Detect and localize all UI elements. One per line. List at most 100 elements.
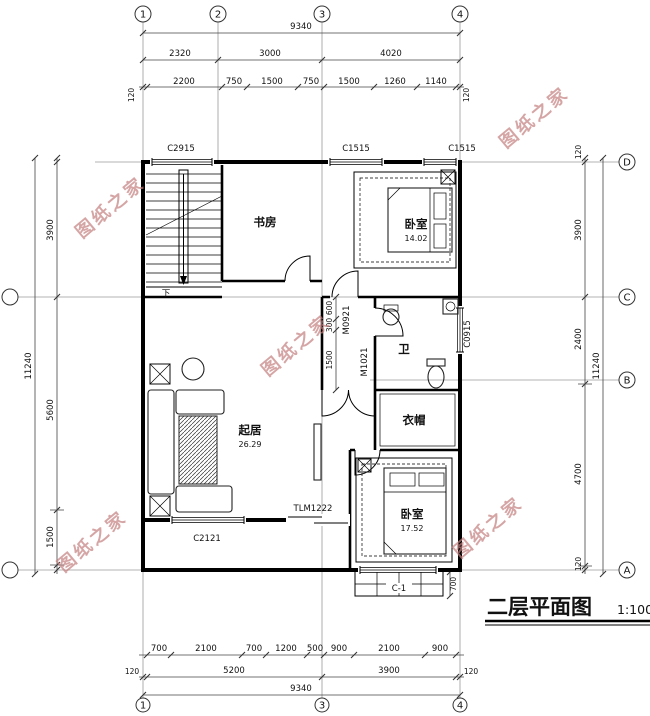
stairs: [145, 169, 223, 288]
axis-bubble-right-A: A: [624, 566, 631, 577]
dimensions-top: 9340 2320 3000 4020 120 2200 750 1500 75…: [127, 22, 471, 102]
window-label-c2915: C2915: [167, 144, 195, 154]
dim-label: 750: [226, 77, 242, 87]
room-label-study: 书房: [254, 215, 277, 229]
dim-label: 2100: [195, 644, 217, 654]
dim-label: 1200: [275, 644, 297, 654]
dim-label: 750: [303, 77, 319, 87]
dim-label: 120: [125, 667, 140, 676]
dim-label: 1500: [46, 526, 56, 548]
dimensions-right: 120 3900 2400 4700 120 11240: [574, 145, 602, 572]
watermarks: 图纸之家 图纸之家 图纸之家 图纸之家 图纸之家: [53, 82, 573, 577]
window-label-c1515-mid: C1515: [342, 144, 370, 154]
dim-label: 2200: [173, 77, 195, 87]
axis-bubble-right-B: B: [624, 376, 631, 387]
dim-label: 900: [432, 644, 448, 654]
dim-label: 300: [325, 318, 334, 333]
dimensions-interior: 600 300 1500 700: [325, 301, 458, 592]
dim-label: 2320: [169, 49, 191, 59]
dim-label: 120: [464, 667, 479, 676]
side-table: [149, 363, 171, 385]
axis-bubble-bottom-1: 1: [140, 701, 146, 712]
dim-label: 1500: [325, 350, 334, 369]
stairs-down-label: 下: [162, 289, 171, 299]
dim-label: 700: [449, 577, 458, 592]
dim-label: 4020: [380, 49, 402, 59]
opening-labels: C2915 C1515 C1515 C0915 C2121 C-1 M0921 …: [162, 144, 476, 594]
drawing-scale: 1:100: [617, 602, 650, 617]
armchair: [181, 357, 205, 381]
axis-bubble-top-1: 1: [140, 10, 146, 21]
tv-cabinet: [313, 423, 322, 481]
dim-label: 120: [574, 557, 583, 572]
room-labels: 书房 卧室 14.02 卫 衣帽 起居 26.29 卧室 17.52: [238, 215, 428, 533]
dim-label: 5200: [223, 666, 245, 676]
dim-label: 700: [246, 644, 262, 654]
toilet: [426, 358, 446, 389]
window-label-c1-bay: C-1: [392, 584, 406, 594]
bed: [387, 187, 453, 253]
nightstand: [440, 169, 456, 185]
room-label-cloak: 衣帽: [403, 413, 426, 427]
dim-top-total: 9340: [290, 22, 312, 32]
axis-bubble-bottom-3: 3: [319, 701, 325, 712]
doors: [284, 255, 404, 476]
dim-label: 120: [574, 145, 583, 160]
dim-label: 1500: [261, 77, 283, 87]
dim-label: 3000: [259, 49, 281, 59]
dimensions-left: 11240 3900 5600 1500: [24, 219, 56, 548]
bathroom-fixtures: [379, 298, 459, 447]
dim-right-total: 11240: [592, 352, 602, 379]
dim-label: 600: [325, 301, 334, 316]
room-label-living: 起居: [238, 423, 262, 437]
bed: [383, 467, 447, 555]
dimension-lines: [31, 29, 607, 699]
axis-bubble-right-C: C: [624, 293, 631, 304]
coffee-table: [178, 415, 218, 485]
dim-label: 700: [151, 644, 167, 654]
nightstand: [357, 458, 372, 473]
dim-label: 1500: [338, 77, 360, 87]
drawing-title: 二层平面图: [487, 595, 592, 619]
dim-label: 120: [127, 88, 136, 103]
dim-label: 1140: [425, 77, 447, 87]
room-label-bedroom1: 卧室: [405, 217, 428, 231]
dim-label: 4700: [574, 463, 584, 485]
window-label-c2121: C2121: [193, 534, 221, 544]
dim-left-total: 11240: [24, 352, 34, 379]
watermark-text: 图纸之家: [495, 82, 573, 153]
axis-bubble-right-D: D: [623, 158, 631, 169]
room-label-bedroom2: 卧室: [401, 507, 424, 521]
dim-label: 5600: [46, 399, 56, 421]
axis-bubble-top-4: 4: [457, 10, 463, 21]
dim-label: 2400: [574, 328, 584, 350]
room-area-living: 26.29: [239, 440, 262, 449]
axis-bubbles: 1 2 3 4 1 3 4 D C B A: [1, 5, 636, 713]
axis-bubble-left-A: [1, 561, 19, 579]
bedroom1-furniture: [353, 169, 457, 269]
bay-window: [354, 572, 444, 597]
dim-label: 3900: [46, 219, 56, 241]
window-label-c0915: C0915: [463, 320, 473, 348]
dim-label: 1260: [384, 77, 406, 87]
watermark-text: 图纸之家: [71, 172, 149, 243]
stairs-arrow: [180, 276, 187, 285]
axis-bubble-left-C: [1, 288, 19, 306]
dim-label: 500: [307, 644, 323, 654]
axis-bubble-top-3: 3: [319, 10, 325, 21]
dim-label: 900: [331, 644, 347, 654]
room-area-bedroom2: 17.52: [401, 524, 424, 533]
watermark-text: 图纸之家: [257, 310, 335, 381]
dim-label: 3900: [378, 666, 400, 676]
dim-label: 120: [462, 88, 471, 103]
room-label-bath: 卫: [398, 342, 410, 356]
door-label-tlm1222: TLM1222: [293, 504, 333, 514]
sink: [382, 304, 400, 326]
cloak-cabinet: [379, 393, 456, 447]
door-label-m0921: M0921: [342, 306, 352, 335]
window-label-c1515-right: C1515: [448, 144, 476, 154]
title-block: 二层平面图 1:100: [485, 595, 650, 626]
door-label-m1021: M1021: [360, 348, 370, 377]
